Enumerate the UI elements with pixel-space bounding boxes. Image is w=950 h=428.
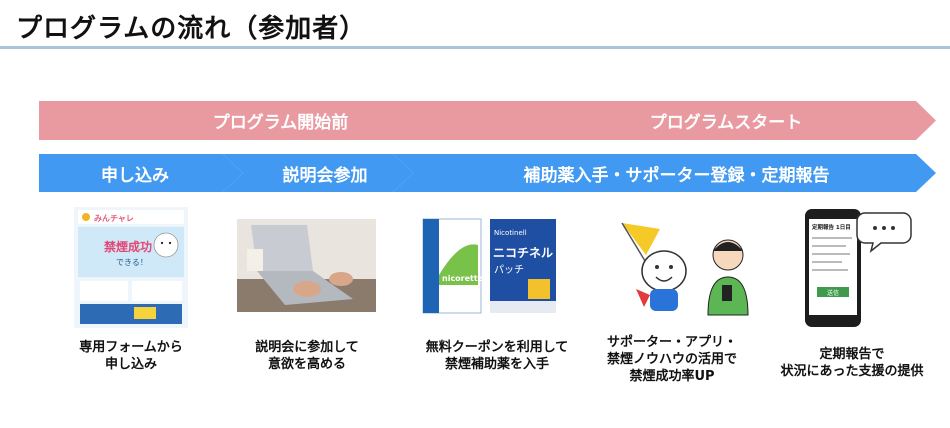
- chat-bubble-icon: [856, 212, 912, 253]
- flyer-headline: 禁煙成功: [104, 239, 152, 254]
- product-b-brand: Nicotinell: [494, 229, 527, 237]
- step-medication-support-report: 補助薬入手・サポーター登録・定期報告: [393, 154, 936, 192]
- phase-label: プログラム開始前: [212, 113, 349, 133]
- phone-header: 定期報告 1日目: [811, 223, 851, 231]
- step-label: 補助薬入手・サポーター登録・定期報告: [523, 165, 830, 186]
- product-b-name: ニコチネル: [493, 246, 553, 260]
- phone-submit-label: 送信: [827, 289, 839, 297]
- flyer-brand: みんチャレ: [94, 214, 134, 223]
- step-label: 説明会参加: [282, 165, 368, 186]
- phase-program-start: プログラムスタート: [500, 101, 936, 140]
- caption-apply: 専用フォームから 申し込み: [79, 340, 183, 372]
- phase-before-start: プログラム開始前: [39, 101, 522, 140]
- phase-label: プログラムスタート: [649, 113, 803, 133]
- flyer-subline: できる！: [116, 258, 148, 267]
- caption-medication: 無料クーポンを利用して 禁煙補助薬を入手: [425, 340, 569, 372]
- caption-briefing: 説明会に参加して 意欲を高める: [255, 340, 359, 372]
- product-b-sub: パッチ: [494, 264, 524, 276]
- caption-report: 定期報告で 状況にあった支援の提供: [780, 347, 924, 379]
- page-title: プログラムの流れ（参加者）: [16, 14, 367, 44]
- step-label: 申し込み: [101, 165, 169, 186]
- application-flyer-image: みんチャレ 禁煙成功 できる！: [74, 207, 188, 328]
- cessation-medicine-products: nicorette Nicotinell ニコチネル パッチ: [422, 218, 556, 314]
- step-apply: 申し込み: [39, 154, 243, 192]
- periodic-report-phone: 定期報告 1日目 送信: [805, 209, 912, 327]
- supporter-characters: [621, 222, 749, 316]
- step-briefing: 説明会参加: [223, 154, 413, 192]
- laptop-photo: [237, 219, 376, 312]
- caption-supporter: サポーター・アプリ・ 禁煙ノウハウの活用で 禁煙成功率UP: [606, 335, 737, 384]
- title-divider: [0, 46, 950, 49]
- product-a-name: nicorette: [442, 274, 484, 283]
